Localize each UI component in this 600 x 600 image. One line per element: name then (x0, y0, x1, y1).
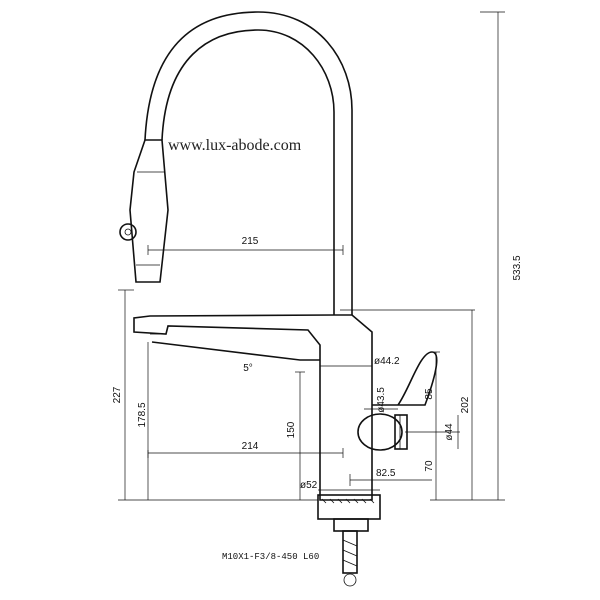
dimension-labels: 533.5 215 214 5° 227 178.5 150 ø44.2 ø43… (112, 236, 523, 491)
dimension-lines (118, 11, 505, 501)
watermark: www.lux-abode.com (168, 137, 302, 154)
spray-head (119, 139, 169, 283)
dim-dia-base: ø52 (300, 480, 318, 491)
dim-spout-angle: 5° (243, 363, 253, 374)
dim-handle-offset: 82.5 (376, 468, 396, 479)
dim-overall-height: 533.5 (512, 255, 523, 280)
arched-spout (144, 11, 353, 315)
dim-h-202: 202 (460, 396, 471, 413)
dim-h-70: 70 (424, 460, 435, 472)
connector-label: M10X1-F3/8-450 L60 (222, 552, 319, 562)
dim-height-227: 227 (112, 386, 123, 403)
dim-arc-reach: 215 (242, 236, 259, 247)
dim-dia-lower: ø43.5 (376, 387, 387, 413)
dim-height-150: 150 (286, 421, 297, 438)
dim-height-178: 178.5 (137, 402, 148, 427)
dim-h-85: 85 (424, 388, 435, 400)
dim-dia-body: ø44.2 (374, 356, 400, 367)
dim-spout-reach: 214 (242, 441, 259, 452)
mounting-shank (317, 494, 381, 587)
dim-dia-handle: ø44 (444, 423, 455, 441)
